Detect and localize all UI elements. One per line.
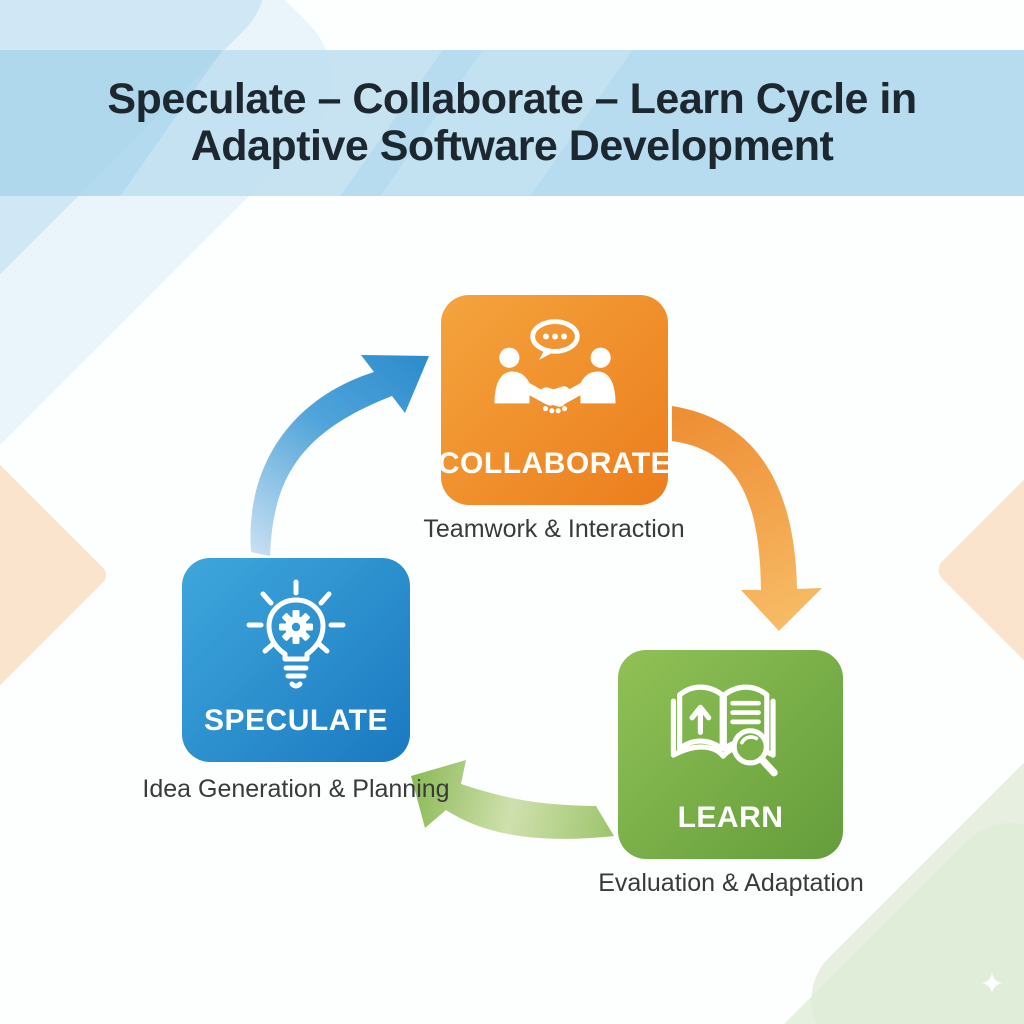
node-learn-label: LEARN <box>677 801 784 834</box>
node-speculate: SPECULATE <box>182 558 410 762</box>
node-collaborate-subtitle: Teamwork & Interaction <box>423 515 685 543</box>
page-title: Speculate – Collaborate – Learn Cycle in… <box>107 75 917 170</box>
handshake-chat-icon <box>493 319 616 414</box>
page-title-line2: Adaptive Software Development <box>190 122 834 170</box>
page-title-line1: Speculate – Collaborate – Learn Cycle in <box>107 75 917 123</box>
sparkle-icon: ✦ <box>979 968 1005 1001</box>
book-magnifier-icon <box>670 684 778 777</box>
lightbulb-gear-icon <box>246 579 346 689</box>
node-learn: LEARN <box>618 650 843 859</box>
node-speculate-subtitle: Idea Generation & Planning <box>142 775 450 803</box>
bg-shape-peach-right <box>933 428 1024 712</box>
title-banner: Speculate – Collaborate – Learn Cycle in… <box>0 50 1024 196</box>
node-collaborate-label: COLLABORATE <box>437 447 672 480</box>
bg-shape-peach-left <box>0 454 111 696</box>
node-learn-subtitle: Evaluation & Adaptation <box>598 869 864 897</box>
node-speculate-label: SPECULATE <box>204 704 388 737</box>
node-collaborate: COLLABORATE <box>437 295 672 505</box>
